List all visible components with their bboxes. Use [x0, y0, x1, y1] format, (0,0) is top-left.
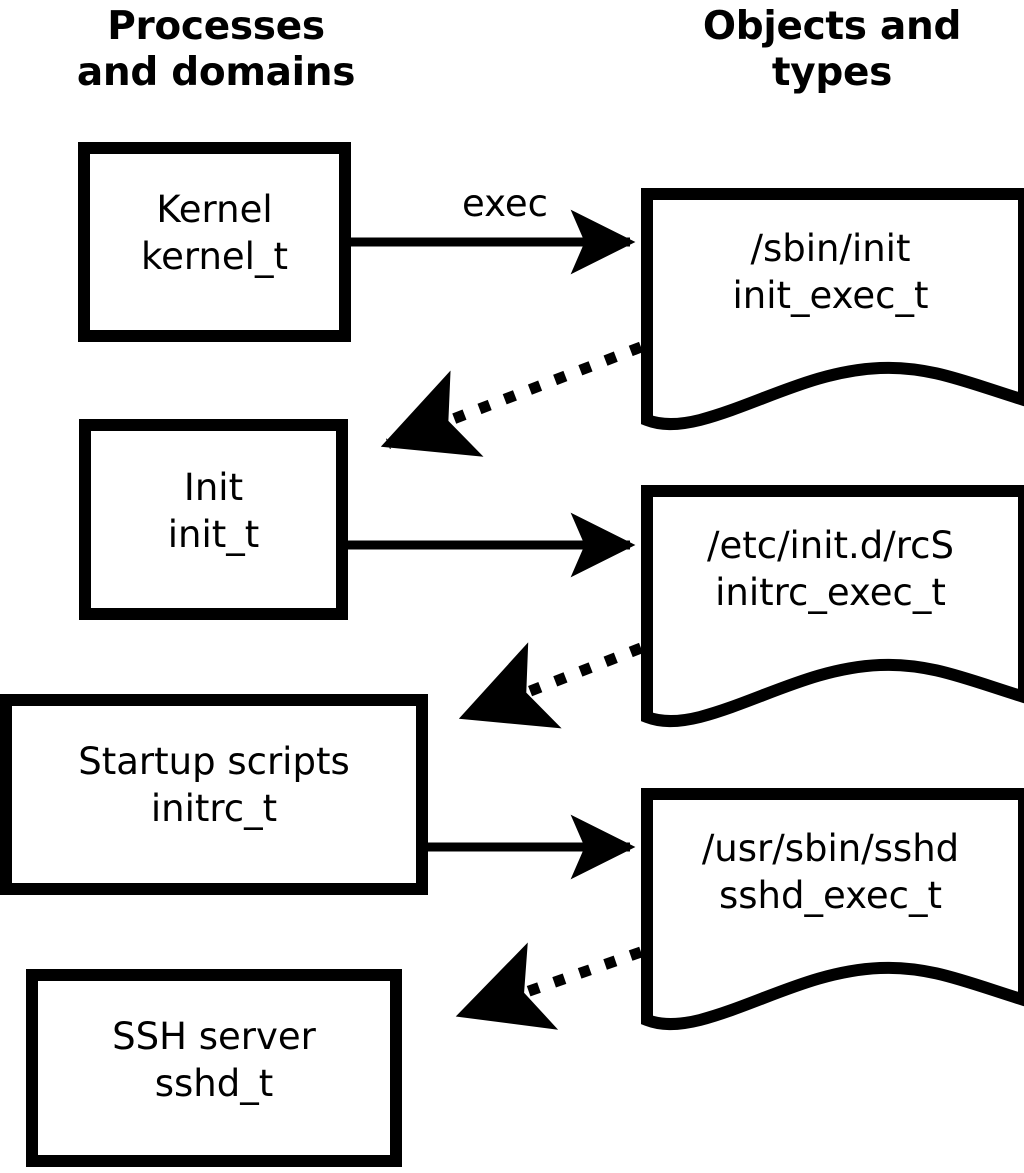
node-initrc-exec-document[interactable] [641, 485, 1024, 728]
edge-sshd-exec-to-sshd[interactable] [455, 942, 643, 1030]
column-heading-objects-and-types: Objects and types [702, 4, 962, 95]
node-kernel-box[interactable] [78, 142, 351, 342]
node-sshd-exec-document[interactable] [641, 788, 1024, 1031]
node-init-box[interactable] [79, 419, 348, 620]
edge-init-exec-to-init[interactable] [380, 341, 643, 457]
column-heading-processes-and-domains: Processes and domains [76, 4, 356, 95]
edge-label-exec: exec [462, 182, 548, 225]
node-sshd-box[interactable] [26, 969, 402, 1167]
node-initrc-box[interactable] [0, 694, 428, 895]
node-init-exec-document[interactable] [641, 188, 1024, 431]
edge-initrc-exec-to-initrc[interactable] [458, 642, 643, 729]
